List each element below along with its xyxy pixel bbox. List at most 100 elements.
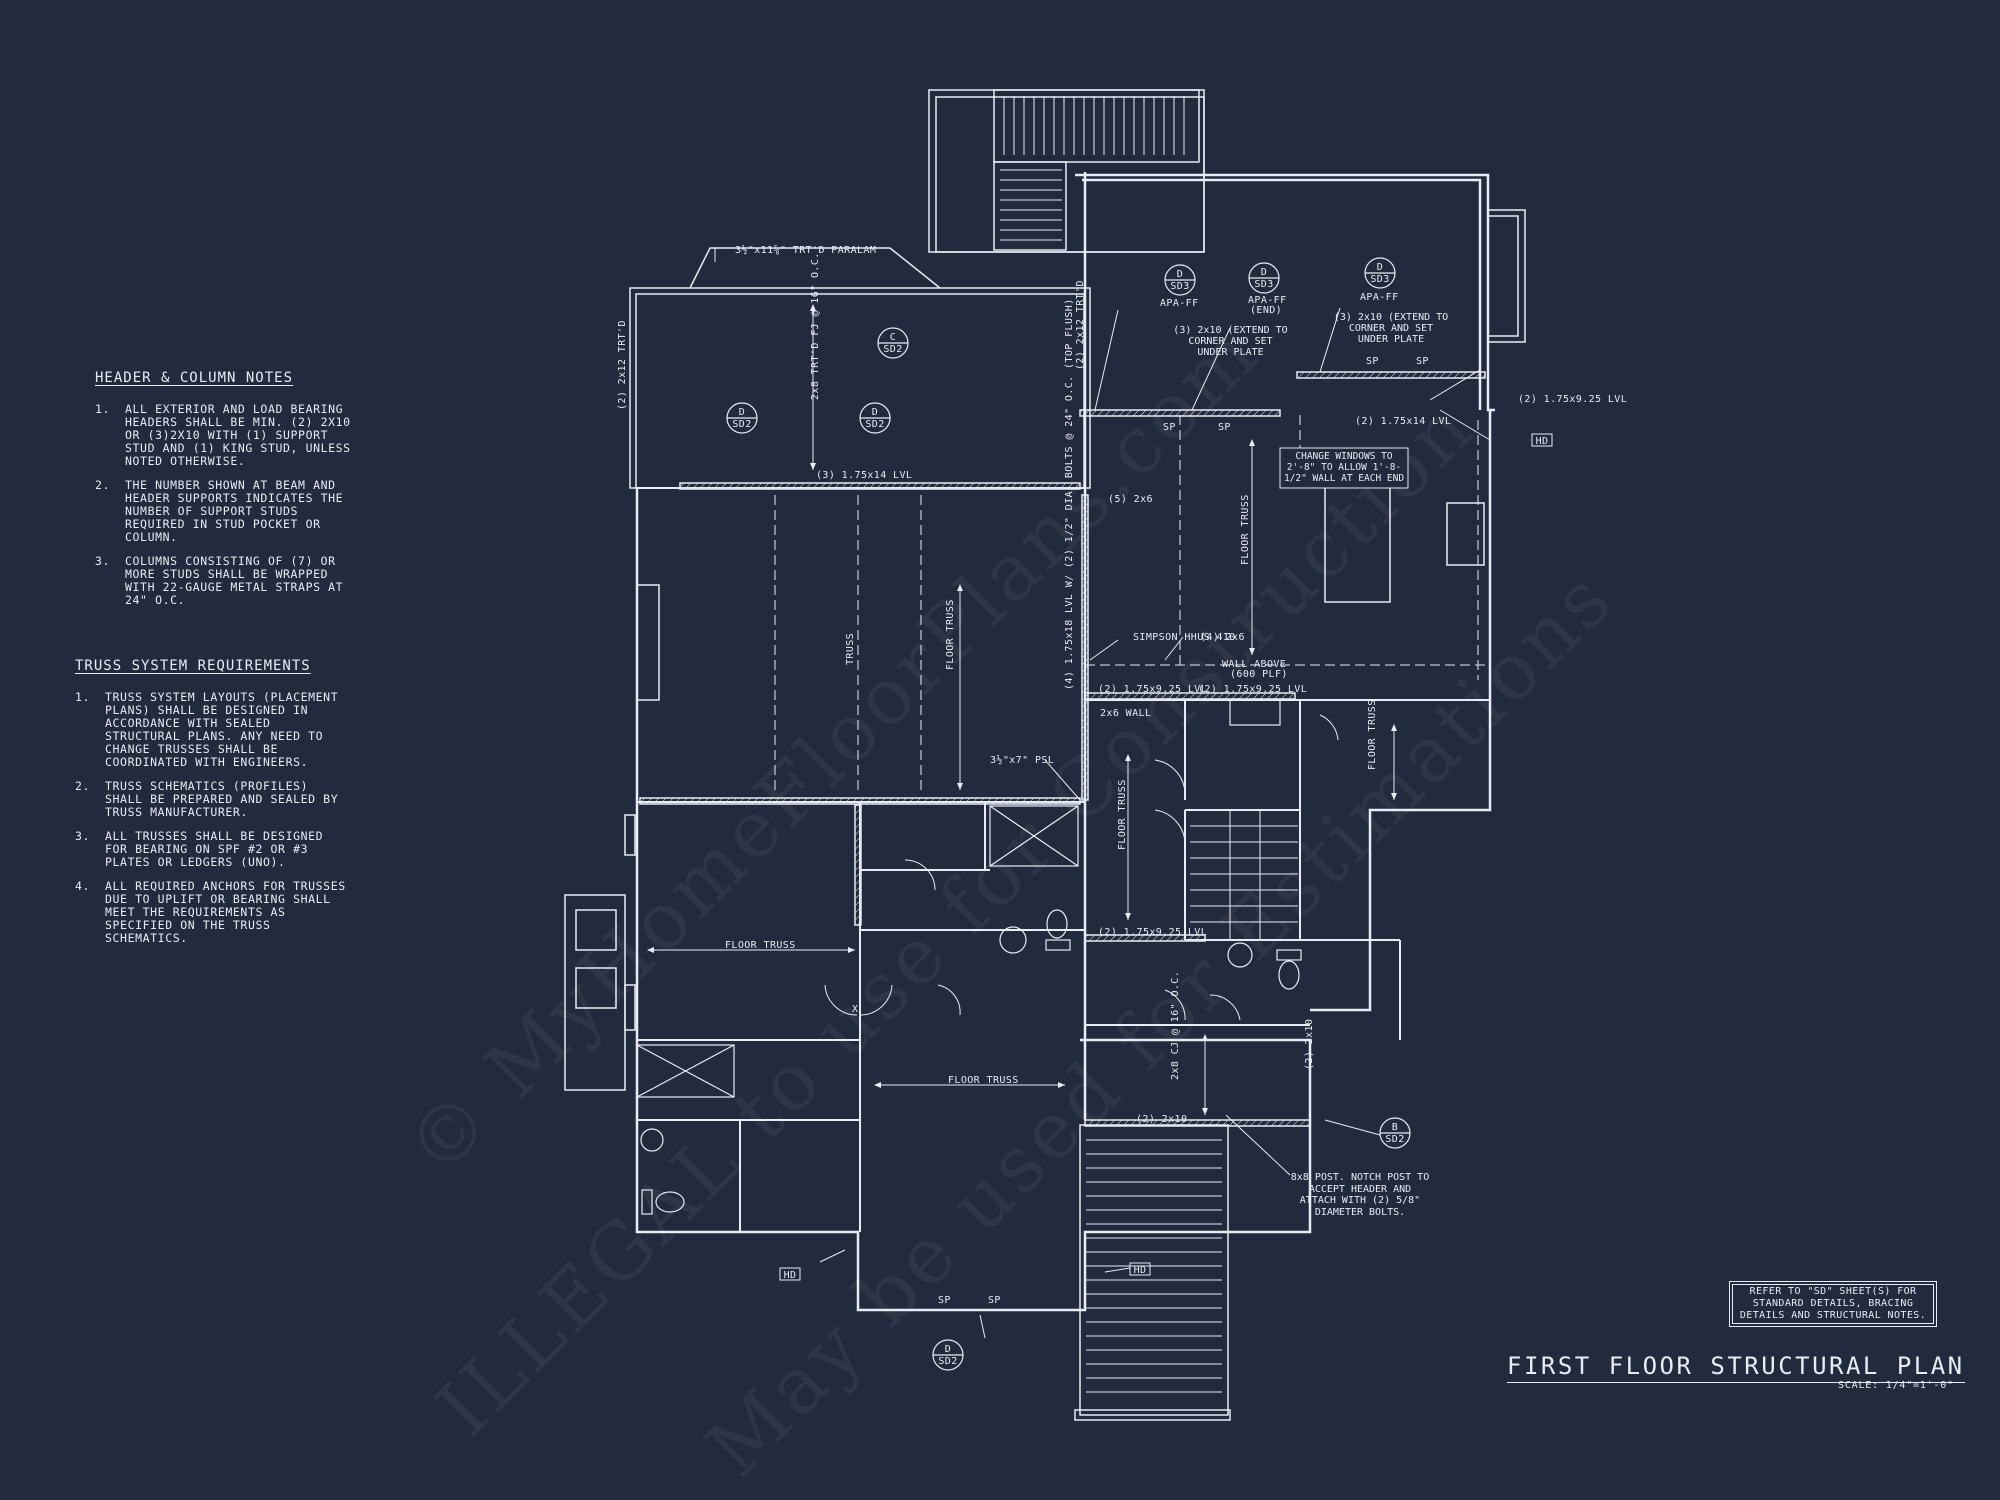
label-post-note: 8x8 POST. NOTCH POST TO ACCEPT HEADER AN…	[1290, 1172, 1430, 1218]
header-notes-title: HEADER & COLUMN NOTES	[95, 370, 294, 386]
truss-note-item: 4.ALL REQUIRED ANCHORS FOR TRUSSES DUE T…	[75, 880, 350, 945]
note-number: 3.	[75, 829, 91, 843]
truss-notes-title: TRUSS SYSTEM REQUIREMENTS	[75, 658, 311, 674]
label-lvl-a: (2) 1.75x9.25 LVL	[1098, 684, 1207, 695]
callout-sheet: SD3	[1254, 279, 1273, 290]
callout-letter: D	[1177, 269, 1183, 280]
label-lvl-b: (2) 1.75x9.25 LVL	[1198, 684, 1307, 695]
label-lvl-4-175x18: (4) 1.75x18 LVL W/ (2) 1/2" DIA. BOLTS @…	[1064, 298, 1075, 690]
label-sp: SP	[1163, 422, 1176, 433]
label-psl: 3½"x7" PSL	[990, 754, 1054, 766]
plan-labels: 3½"x11⅞" TRT'D PARALAM (2) 2x12 TRT'D (2…	[617, 244, 1627, 1306]
truss-note-item: 2.TRUSS SCHEMATICS (PROFILES) SHALL BE P…	[75, 780, 350, 819]
label-hdr-2x10: (2) 2x10	[1136, 1114, 1187, 1125]
note-text: COLUMNS CONSISTING OF (7) OR MORE STUDS …	[125, 554, 344, 607]
callout-c-sd2: C SD2	[877, 327, 909, 359]
label-lvl-c: (2) 1.75x9.25 LVL	[1518, 394, 1627, 405]
label-extend-a: (3) 2x10 (EXTEND TO CORNER AND SET UNDER…	[1173, 325, 1288, 358]
kitchen-island	[1324, 484, 1485, 603]
label-apa-ff-2: APA-FF	[1248, 295, 1287, 306]
label-floor-truss-e: FLOOR TRUSS	[725, 940, 796, 951]
note-number: 2.	[95, 478, 111, 492]
interior-stair	[1184, 809, 1301, 941]
top-stair	[928, 89, 1205, 253]
label-lvl-d: (2) 1.75x9.25 LVL	[1098, 927, 1207, 938]
note-number: 1.	[95, 402, 111, 416]
label-2x12-left: (2) 2x12 TRT'D	[617, 320, 628, 410]
header-column-notes: HEADER & COLUMN NOTES 1. ALL EXTERIOR AND…	[95, 370, 365, 618]
beams	[639, 371, 1486, 1127]
truss-note-item: 3. ALL TRUSSES SHALL BE DESIGNED FOR BEAR…	[75, 830, 350, 869]
callout-sheet: SD3	[1170, 281, 1189, 292]
note-text: ALL EXTERIOR AND LOAD BEARING HEADERS SH…	[125, 402, 351, 468]
leader-lines	[714, 248, 1491, 1339]
note-number: 3.	[95, 554, 111, 568]
bath-fixtures	[636, 699, 1302, 1215]
porch-top	[629, 247, 1091, 489]
label-2x12-right: (2) 2x12 TRT'D	[1075, 280, 1086, 370]
header-note-item: 3. COLUMNS CONSISTING OF (7) OR MORE STUD…	[95, 555, 365, 607]
note-text: ALL TRUSSES SHALL BE DESIGNED FOR BEARIN…	[105, 829, 324, 869]
callout-letter: B	[1392, 1122, 1398, 1133]
label-paralam: 3½"x11⅞" TRT'D PARALAM	[735, 244, 876, 256]
label-sp: SP	[938, 1295, 951, 1306]
callout-d-sd2-a: D SD2	[726, 402, 758, 434]
change-windows-box	[1279, 447, 1409, 489]
callout-b-sd2: B SD2	[1379, 1117, 1411, 1149]
callout-d-sd3-a: D SD3	[1164, 264, 1196, 296]
truss-system-notes: TRUSS SYSTEM REQUIREMENTS 1.TRUSS SYSTEM…	[75, 658, 350, 956]
callout-letter: D	[945, 1344, 951, 1355]
label-truss-a: TRUSS	[845, 633, 856, 665]
right-bay	[1488, 209, 1526, 343]
hd-label: HD	[784, 1270, 797, 1281]
label-apa-ff-3: APA-FF	[1360, 292, 1399, 303]
label-studs-5: (5) 2x6	[1108, 494, 1153, 505]
label-sp: SP	[1366, 356, 1379, 367]
label-simpson: SIMPSON HHUS 410	[1133, 632, 1236, 643]
label-sp: SP	[1416, 356, 1429, 367]
left-bump	[564, 584, 660, 1091]
hd-label: HD	[1134, 1265, 1147, 1276]
label-plf: (600 PLF)	[1230, 669, 1288, 680]
label-floor-truss-f: FLOOR TRUSS	[948, 1075, 1019, 1086]
span-arrows	[647, 304, 1397, 1115]
callout-sheet: SD3	[1370, 274, 1389, 285]
note-text: TRUSS SCHEMATICS (PROFILES) SHALL BE PRE…	[105, 779, 339, 819]
label-lvl-3-175x14: (3) 1.75x14 LVL	[816, 470, 912, 481]
label-floor-truss-b: FLOOR TRUSS	[1240, 494, 1251, 565]
label-lvl-2-175x14: (2) 1.75x14 LVL	[1355, 416, 1451, 427]
callout-sheet: SD2	[732, 419, 751, 430]
joist-lines	[774, 415, 1490, 795]
callout-d-sd3-c: D SD3	[1364, 257, 1396, 289]
label-studs-4: (4) 2x6	[1200, 632, 1245, 643]
note-number: 4.	[75, 879, 91, 893]
label-x-mark: X	[852, 1004, 858, 1015]
refer-note-box: REFER TO "SD" SHEET(S) FOR STANDARD DETA…	[1729, 1281, 1937, 1327]
callout-sheet: SD2	[938, 1356, 957, 1367]
hold-downs: HD HD HD	[779, 433, 1553, 1281]
callout-d-sd2-b: D SD2	[859, 402, 891, 434]
callout-letter: D	[872, 407, 878, 418]
callout-letter: D	[739, 407, 745, 418]
callout-d-sd3-b: D SD3	[1248, 262, 1280, 294]
label-floor-truss-d: FLOOR TRUSS	[1367, 699, 1378, 770]
bottom-stair	[1074, 1124, 1231, 1421]
callout-sheet: SD2	[1385, 1134, 1404, 1145]
plan-scale: SCALE: 1/4"=1'-0"	[1838, 1380, 1954, 1391]
label-apa-ff-end: (END)	[1250, 305, 1282, 316]
label-change-windows: CHANGE WINDOWS TO 2'-8" TO ALLOW 1'-8-1/…	[1283, 451, 1405, 484]
label-sp: SP	[1218, 422, 1231, 433]
door-swings	[824, 714, 1339, 1021]
callout-sheet: SD2	[883, 344, 902, 355]
label-2x6-wall: 2x6 WALL	[1100, 708, 1151, 719]
label-extend-b: (3) 2x10 (EXTEND TO CORNER AND SET UNDER…	[1333, 312, 1449, 345]
detail-callouts: C SD2 D SD2 D SD2 D SD3 D SD3 D SD3 B SD…	[726, 257, 1411, 1371]
label-floor-truss-a: FLOOR TRUSS	[945, 599, 956, 670]
header-note-item: 1. ALL EXTERIOR AND LOAD BEARING HEADERS …	[95, 403, 365, 468]
label-floor-truss-c: FLOOR TRUSS	[1117, 779, 1128, 850]
hd-label: HD	[1536, 436, 1549, 447]
callout-letter: C	[890, 332, 896, 343]
callout-d-sd2-c: D SD2	[932, 1339, 964, 1371]
label-apa-ff-1: APA-FF	[1160, 298, 1199, 309]
